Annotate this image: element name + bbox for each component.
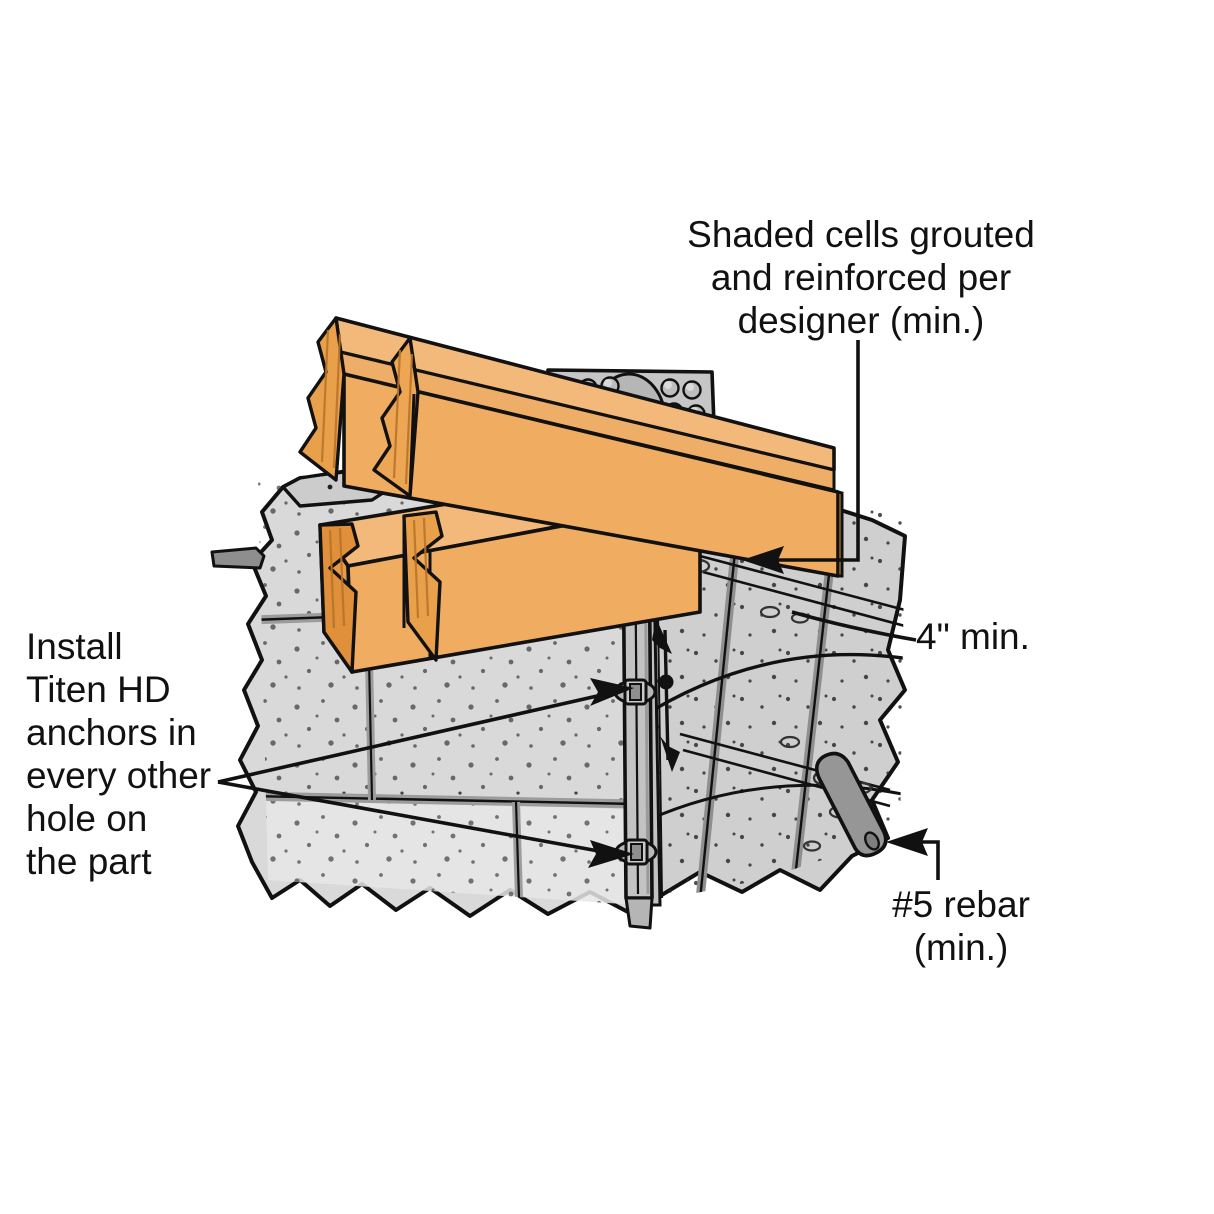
leader-anchor-upper: [217, 692, 607, 784]
rebar-stub-left: [210, 546, 266, 570]
leader-lines: [217, 340, 940, 880]
upper-wood-beam: [298, 316, 844, 578]
leader-shaded-cells: [770, 340, 860, 562]
upper-beam-break-a: [298, 316, 346, 482]
leader-anchor-lower: [217, 780, 605, 854]
label-four-inch-min: 4" min.: [916, 616, 1030, 657]
number-5-rebar: [814, 751, 888, 858]
label-number-5-rebar: #5 rebar (min.): [892, 884, 1030, 968]
leader-4in: [791, 610, 917, 642]
titen-hd-anchor-lower: [614, 838, 658, 866]
label-install-titen-hd-anchors: Install Titen HD anchors in every other …: [26, 626, 212, 882]
label-shaded-cells: Shaded cells grouted and reinforced per …: [687, 214, 1035, 341]
dimension-arrow-4in: [652, 618, 680, 772]
rebar-bar: [814, 751, 888, 858]
